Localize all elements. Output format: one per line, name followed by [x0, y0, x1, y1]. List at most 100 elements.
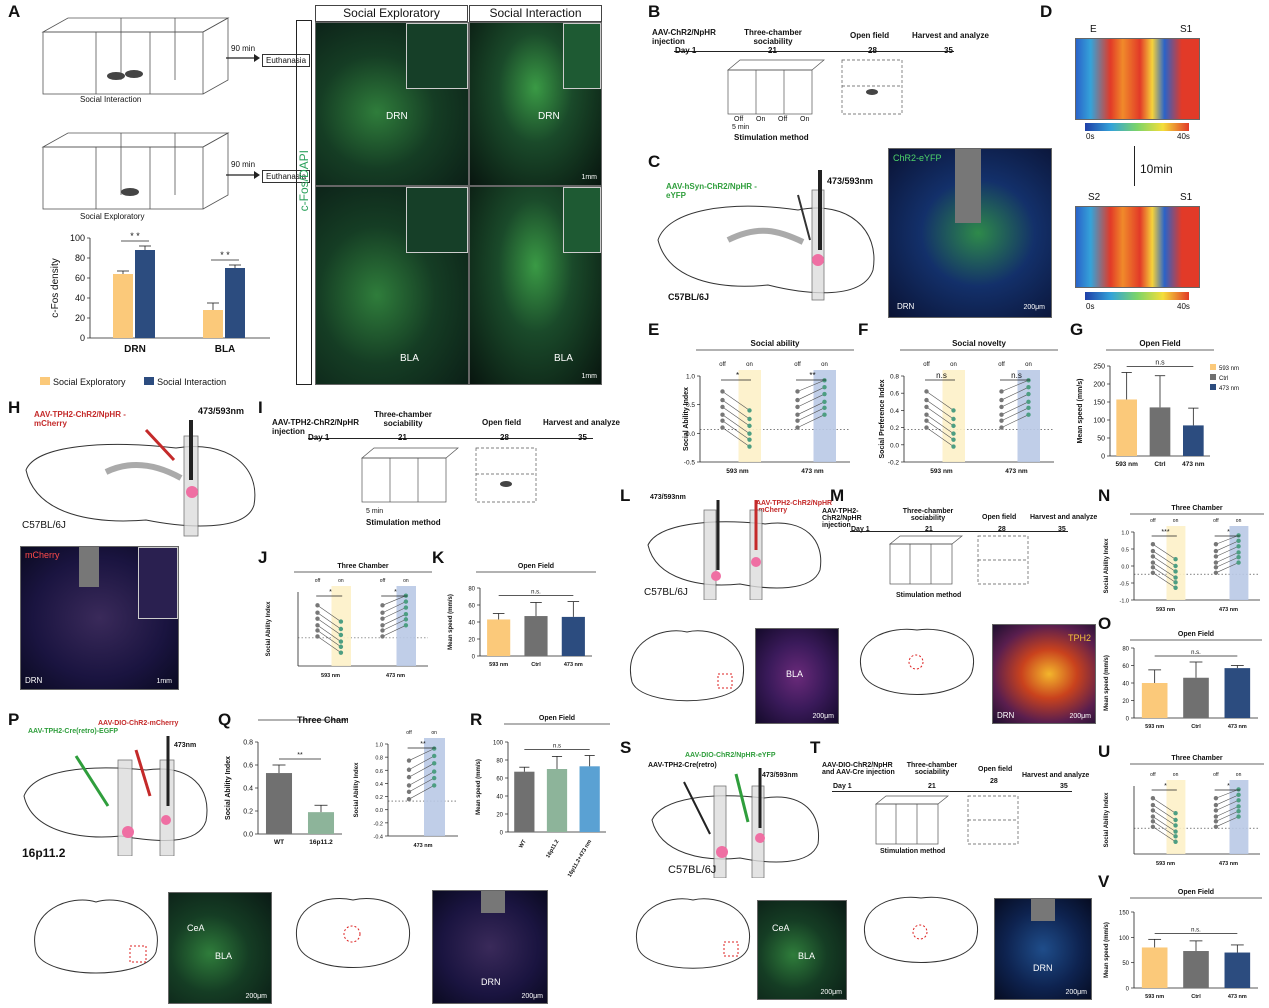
- data-point-on: [1173, 585, 1178, 590]
- x-tick-label: DRN: [124, 344, 146, 355]
- d-s2: S2: [1088, 192, 1101, 203]
- panel-label-i: I: [258, 398, 263, 417]
- data-point-on: [951, 408, 956, 413]
- data-point-on: [1236, 808, 1241, 814]
- y-tick-label: 1.0: [375, 743, 383, 749]
- data-point-off: [380, 603, 385, 608]
- data-point-on: [1173, 580, 1178, 585]
- y-tick-label: 0.2: [375, 795, 383, 801]
- data-point-on: [403, 605, 409, 610]
- paired-line: [797, 393, 825, 408]
- bar: [1183, 951, 1209, 988]
- data-point-off: [795, 404, 800, 410]
- data-point-on: [747, 423, 752, 429]
- y-tick-label: 200: [1093, 382, 1105, 389]
- y-axis-label: Mean speed (mm/s): [1104, 922, 1110, 978]
- paired-line: [1152, 816, 1176, 832]
- significance-label: * *: [130, 231, 140, 241]
- y-tick-label: 0.4: [243, 786, 253, 793]
- drn-label: DRN: [386, 111, 408, 122]
- y-tick-label: 0.6: [890, 391, 899, 398]
- bar: [1141, 683, 1168, 718]
- x-tick-label: 16p11.2: [309, 839, 333, 846]
- x-tick-label: 473 nm: [1228, 994, 1247, 1000]
- significance-label: **: [809, 371, 815, 380]
- h-stain-label: mCherry: [25, 550, 60, 560]
- paired-line: [722, 399, 750, 420]
- significance-label: *: [736, 371, 739, 380]
- paired-line: [1001, 380, 1029, 392]
- t-d28: 28: [990, 778, 998, 785]
- paired-line: [1215, 789, 1239, 799]
- panel-label-p: P: [8, 710, 20, 729]
- l-bla: BLA: [786, 669, 804, 679]
- data-point-off: [1150, 814, 1156, 819]
- legend-label: 593 nm: [1219, 366, 1239, 372]
- paired-line: [797, 414, 825, 428]
- scale-bar-label: 1mm: [581, 373, 597, 380]
- y-tick-label: 150: [1119, 911, 1130, 917]
- y-tick-label: 50: [1122, 961, 1129, 967]
- paired-line: [1152, 804, 1176, 821]
- data-point-on: [432, 769, 437, 774]
- data-point-on: [1173, 811, 1178, 816]
- data-point-on: [403, 617, 409, 622]
- p-scale: 200μm: [521, 993, 543, 1000]
- data-point-on: [1173, 823, 1178, 828]
- bar: [546, 769, 568, 832]
- b-off: Off: [778, 116, 788, 123]
- h-strain: C57BL/6J: [22, 520, 66, 531]
- d-e: E: [1090, 24, 1097, 35]
- i-d21: 21: [398, 433, 407, 442]
- data-point-on: [338, 626, 344, 632]
- bla-label: BLA: [554, 353, 573, 364]
- chart-title: Open Field: [1139, 339, 1180, 348]
- bar: [561, 616, 585, 656]
- paired-line: [1152, 550, 1176, 567]
- colorbar-min: 0s: [1086, 132, 1095, 141]
- x-tick-label: 473 nm: [1219, 607, 1238, 613]
- chart-title: Social ability: [751, 339, 800, 348]
- data-point-off: [795, 425, 800, 430]
- bar: [203, 310, 223, 338]
- x-tick-label: 473 nm: [386, 673, 405, 679]
- data-point-off: [380, 623, 385, 628]
- b-injection: AAV-ChR2/NpHR injection: [652, 28, 716, 46]
- data-point-off: [924, 404, 929, 410]
- l-scale: 200μm: [1069, 713, 1091, 720]
- l-coronal-bla: [629, 630, 745, 702]
- p-bla: BLA: [215, 951, 233, 961]
- state-label-off: off: [380, 578, 386, 584]
- y-tick-label: 0.0: [243, 832, 253, 839]
- data-point-off: [795, 418, 800, 423]
- time-label: 90 min: [231, 160, 256, 169]
- paired-line: [382, 595, 407, 606]
- m-d35: 35: [1058, 526, 1066, 533]
- y-tick-label: 150: [1093, 400, 1105, 407]
- p-micrograph-drn: DRN 200μm: [432, 890, 548, 1004]
- data-point-off: [1213, 560, 1219, 565]
- y-tick-label: 0.8: [890, 374, 899, 381]
- bar: [1141, 947, 1168, 988]
- c-micrograph: ChR2-eYFP DRN 200μm: [888, 148, 1052, 318]
- paired-line: [1152, 826, 1176, 843]
- significance-label: n.s.: [1191, 650, 1201, 656]
- euthanasia-box: Euthanasia: [262, 170, 311, 183]
- paired-line: [317, 618, 342, 636]
- s-coronal-drn: [863, 896, 979, 963]
- h-laser: 473/593nm: [198, 406, 245, 416]
- paired-line: [408, 755, 435, 771]
- y-tick-label: 40: [75, 293, 85, 303]
- significance-label: **: [297, 752, 303, 759]
- data-point-off: [1213, 570, 1219, 575]
- paired-line: [926, 427, 954, 447]
- y-tick-label: 0: [1126, 987, 1130, 993]
- significance-label: *: [394, 589, 397, 596]
- paired-line: [382, 607, 407, 619]
- bar: [524, 616, 548, 656]
